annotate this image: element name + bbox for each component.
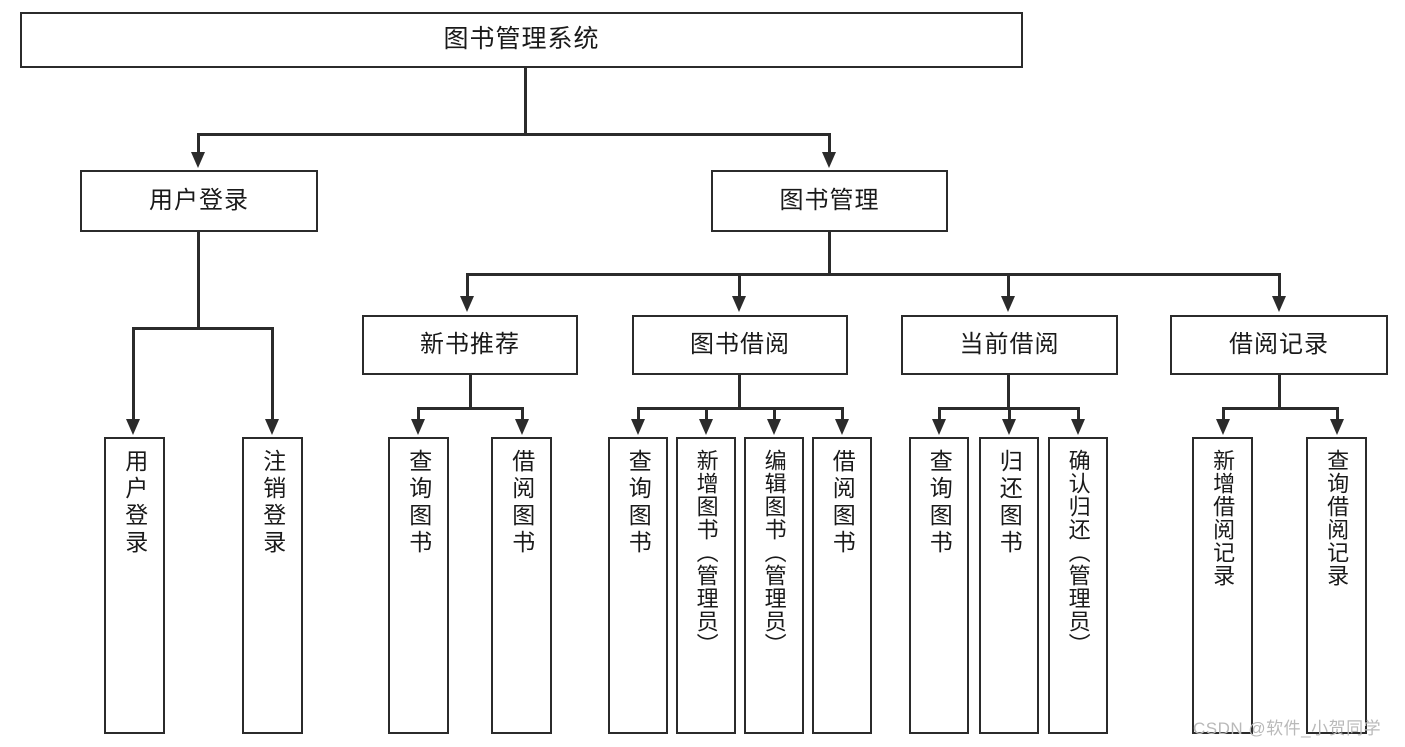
node-label: 归还图书: [996, 449, 1023, 557]
node-label: 图书管理: [779, 186, 880, 214]
connector-new-book-bus: [417, 407, 523, 410]
node-label: 借阅图书: [508, 449, 535, 557]
connector-user-login-to-leaf2: [271, 327, 274, 421]
arrowhead-to-leaf-logout-login: [265, 419, 279, 435]
node-leaf-query-book-current[interactable]: 查询图书: [909, 437, 969, 734]
node-book-management-system[interactable]: 图书管理系统: [20, 12, 1023, 68]
connector-root-to-user-login: [197, 133, 200, 155]
connector-root-stem: [524, 68, 527, 133]
node-leaf-logout-login[interactable]: 注销登录: [242, 437, 303, 734]
node-leaf-borrow-book-recommend[interactable]: 借阅图书: [491, 437, 552, 734]
node-label: 查询图书: [405, 449, 432, 557]
connector-book-manage-stem: [828, 232, 831, 273]
connector-book-manage-to-current-borrow: [1007, 273, 1010, 299]
node-label: 图书管理系统: [443, 25, 600, 54]
arrowhead-to-leaf-query-book-3: [932, 419, 946, 435]
connector-user-login-to-leaf1: [132, 327, 135, 421]
arrowhead-to-leaf-edit-book: [767, 419, 781, 435]
node-leaf-user-login[interactable]: 用户登录: [104, 437, 165, 734]
arrowhead-to-leaf-borrow-book-1: [515, 419, 529, 435]
connector-borrow-record-bus: [1222, 407, 1338, 410]
node-book-borrow[interactable]: 图书借阅: [632, 315, 848, 375]
node-leaf-edit-book-admin[interactable]: 编辑图书（管理员）: [744, 437, 804, 734]
arrowhead-to-borrow-record: [1272, 296, 1286, 312]
arrowhead-to-leaf-query-book-1: [411, 419, 425, 435]
arrowhead-to-leaf-query-book-2: [631, 419, 645, 435]
node-label: 查询借阅记录: [1324, 449, 1350, 587]
node-label: 新书推荐: [420, 330, 520, 358]
connector-root-to-book-manage: [828, 133, 831, 155]
arrowhead-to-leaf-add-record: [1216, 419, 1230, 435]
node-label: 新增借阅记录: [1210, 449, 1236, 587]
connector-user-login-bus: [132, 327, 272, 330]
node-leaf-query-book-recommend[interactable]: 查询图书: [388, 437, 449, 734]
connector-book-borrow-bus: [637, 407, 843, 410]
node-leaf-query-borrow-record[interactable]: 查询借阅记录: [1306, 437, 1367, 734]
node-leaf-return-book[interactable]: 归还图书: [979, 437, 1039, 734]
node-new-book-recommend[interactable]: 新书推荐: [362, 315, 578, 375]
connector-book-manage-bus: [466, 273, 1280, 276]
connector-book-borrow-to-leaf1: [637, 407, 640, 421]
connector-book-borrow-to-leaf3: [773, 407, 776, 421]
node-user-login[interactable]: 用户登录: [80, 170, 318, 232]
node-book-management[interactable]: 图书管理: [711, 170, 948, 232]
node-label: 借阅图书: [829, 449, 856, 557]
arrowhead-to-new-book-recommend: [460, 296, 474, 312]
arrowhead-to-leaf-user-login: [126, 419, 140, 435]
connector-current-borrow-to-leaf3: [1077, 407, 1080, 421]
node-leaf-add-borrow-record[interactable]: 新增借阅记录: [1192, 437, 1253, 734]
node-leaf-borrow-book-borrow[interactable]: 借阅图书: [812, 437, 872, 734]
arrowhead-to-leaf-query-record: [1330, 419, 1344, 435]
node-label: 用户登录: [121, 449, 148, 557]
connector-new-book-stem: [469, 375, 472, 407]
connector-current-borrow-to-leaf1: [938, 407, 941, 421]
connector-current-borrow-to-leaf2: [1008, 407, 1011, 421]
connector-user-login-stem: [197, 232, 200, 327]
node-current-borrow[interactable]: 当前借阅: [901, 315, 1118, 375]
csdn-watermark: CSDN @软件_小贺同学: [1193, 719, 1382, 738]
node-leaf-query-book-borrow[interactable]: 查询图书: [608, 437, 668, 734]
node-label: 编辑图书（管理员）: [761, 449, 787, 656]
connector-current-borrow-stem: [1007, 375, 1010, 407]
connector-book-manage-to-borrow-record: [1278, 273, 1281, 299]
arrowhead-to-book-borrow: [732, 296, 746, 312]
connector-root-bus: [197, 133, 829, 136]
node-label: 用户登录: [149, 186, 249, 214]
node-label: 图书借阅: [690, 330, 790, 358]
connector-book-manage-to-new-book: [466, 273, 469, 299]
node-label: 新增图书（管理员）: [693, 449, 719, 656]
arrowhead-to-leaf-confirm-return: [1071, 419, 1085, 435]
arrowhead-to-current-borrow: [1001, 296, 1015, 312]
connector-book-borrow-stem: [738, 375, 741, 407]
arrowhead-to-leaf-borrow-book-2: [835, 419, 849, 435]
connector-borrow-record-to-leaf1: [1222, 407, 1225, 421]
node-leaf-confirm-return-admin[interactable]: 确认归还（管理员）: [1048, 437, 1108, 734]
arrowhead-to-user-login: [191, 152, 205, 168]
connector-borrow-record-stem: [1278, 375, 1281, 407]
node-label: 借阅记录: [1229, 330, 1329, 358]
node-label: 注销登录: [259, 449, 286, 557]
connector-borrow-record-to-leaf2: [1336, 407, 1339, 421]
arrowhead-to-leaf-return-book: [1002, 419, 1016, 435]
node-label: 查询图书: [625, 449, 652, 557]
node-label: 当前借阅: [959, 330, 1060, 358]
connector-book-borrow-to-leaf4: [841, 407, 844, 421]
connector-new-book-to-leaf2: [521, 407, 524, 421]
connector-book-borrow-to-leaf2: [705, 407, 708, 421]
node-label: 查询图书: [926, 449, 953, 557]
arrowhead-to-book-manage: [822, 152, 836, 168]
connector-new-book-to-leaf1: [417, 407, 420, 421]
node-borrow-record[interactable]: 借阅记录: [1170, 315, 1388, 375]
node-leaf-add-book-admin[interactable]: 新增图书（管理员）: [676, 437, 736, 734]
connector-book-manage-to-book-borrow: [738, 273, 741, 299]
arrowhead-to-leaf-add-book: [699, 419, 713, 435]
node-label: 确认归还（管理员）: [1065, 449, 1091, 656]
